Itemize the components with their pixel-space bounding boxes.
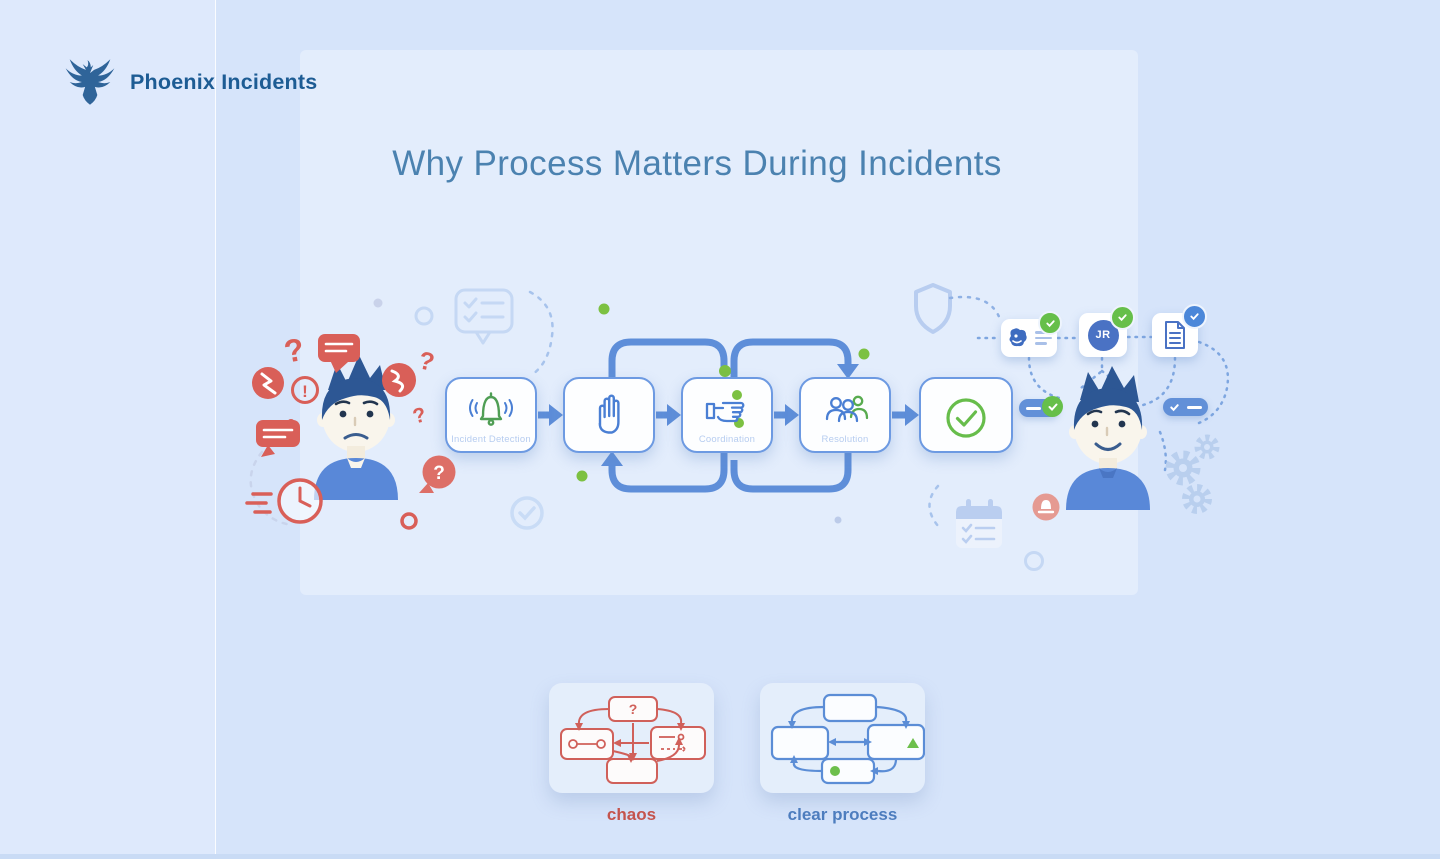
clear-process-caption: clear process: [787, 805, 898, 824]
success-check-icon: [946, 398, 986, 438]
jira-circle-icon: JR: [1087, 319, 1119, 351]
broken-link-icon: [382, 363, 416, 397]
phoenix-logo-icon: [65, 59, 115, 105]
pill-dash: [1026, 407, 1041, 410]
dashed-shield-connector: [948, 295, 1003, 324]
happy-person: [1066, 366, 1150, 510]
raised-hand-icon: [598, 394, 620, 434]
status-pill-right: [1163, 398, 1208, 416]
team-icon: [825, 395, 869, 423]
question-mark-icon: ?: [281, 331, 307, 370]
faint-ring: [1024, 551, 1044, 571]
page-title: Why Process Matters During Incidents: [392, 144, 1002, 183]
fast-clock-icon: [245, 478, 323, 524]
illustration-backdrop: [300, 50, 1138, 595]
alert-bell-icon: [469, 392, 513, 426]
document-icon: [1165, 321, 1185, 349]
loop-arrowhead-up: [601, 451, 623, 466]
step-resolved: [919, 377, 1013, 453]
step-label: Resolution: [821, 434, 869, 445]
chaos-icons: ? ! ? ?: [245, 331, 456, 530]
chaos-flowchart: ?: [560, 696, 706, 784]
check-badge: [1042, 396, 1063, 417]
red-ring-icon: [400, 512, 418, 530]
check-icon: [1170, 404, 1179, 412]
step-label: Incident Detection: [451, 434, 531, 445]
left-panel: [0, 0, 216, 859]
exclamation-circle-icon: !: [291, 376, 319, 404]
dashed-curve: [928, 484, 940, 528]
brand-name: Phoenix Incidents: [130, 69, 318, 94]
gears-icon: [1165, 434, 1220, 514]
loop-arcs: [608, 338, 852, 493]
loop-arrowhead-down: [837, 364, 859, 379]
step-label: Coordination: [698, 434, 756, 445]
green-dots: [576, 303, 870, 482]
faint-circle: [414, 306, 434, 326]
broken-link-icon: [252, 367, 284, 399]
small-dot: [834, 516, 842, 524]
pointing-hand-icon: [705, 390, 745, 428]
faint-check-circle-icon: [510, 496, 544, 530]
chaos-diagram-card: ?: [549, 683, 714, 793]
alert-bell-badge-icon: [1032, 493, 1060, 521]
check-badge: [1182, 304, 1207, 329]
step-incident-detection: Incident Detection: [445, 377, 537, 453]
chaos-question-glyph: ?: [629, 701, 638, 717]
step-resolution: Resolution: [799, 377, 891, 453]
chat-animal-icon: [1009, 328, 1027, 347]
worried-person: [314, 355, 398, 500]
small-dot: [373, 298, 383, 308]
chaos-caption: chaos: [606, 805, 657, 824]
step-coordination: Coordination: [681, 377, 773, 453]
step-acknowledge: [563, 377, 655, 453]
question-bubble-icon: ?: [419, 455, 456, 493]
checklist-bubble-icon: [454, 288, 514, 345]
svg-text:!: !: [302, 382, 308, 401]
calendar-icon: [956, 499, 1002, 548]
clear-process-diagram-card: [760, 683, 925, 793]
question-mark-icon: ?: [416, 346, 437, 377]
pill-dash: [1187, 406, 1202, 409]
svg-text:?: ?: [433, 463, 445, 484]
flow-arrowheads: [549, 404, 919, 426]
shield-icon: [914, 283, 952, 334]
dashed-swoosh: [249, 450, 295, 527]
bottom-strip: [0, 854, 1440, 859]
speech-bubble-icon: [318, 334, 360, 373]
question-mark-icon: ?: [410, 403, 428, 428]
dashed-curve: [528, 290, 554, 376]
speech-bubble-icon: [256, 419, 300, 457]
header: Phoenix Incidents: [64, 56, 317, 108]
check-badge: [1110, 305, 1135, 330]
clear-process-flowchart: [770, 693, 925, 785]
check-badge: [1038, 311, 1062, 335]
